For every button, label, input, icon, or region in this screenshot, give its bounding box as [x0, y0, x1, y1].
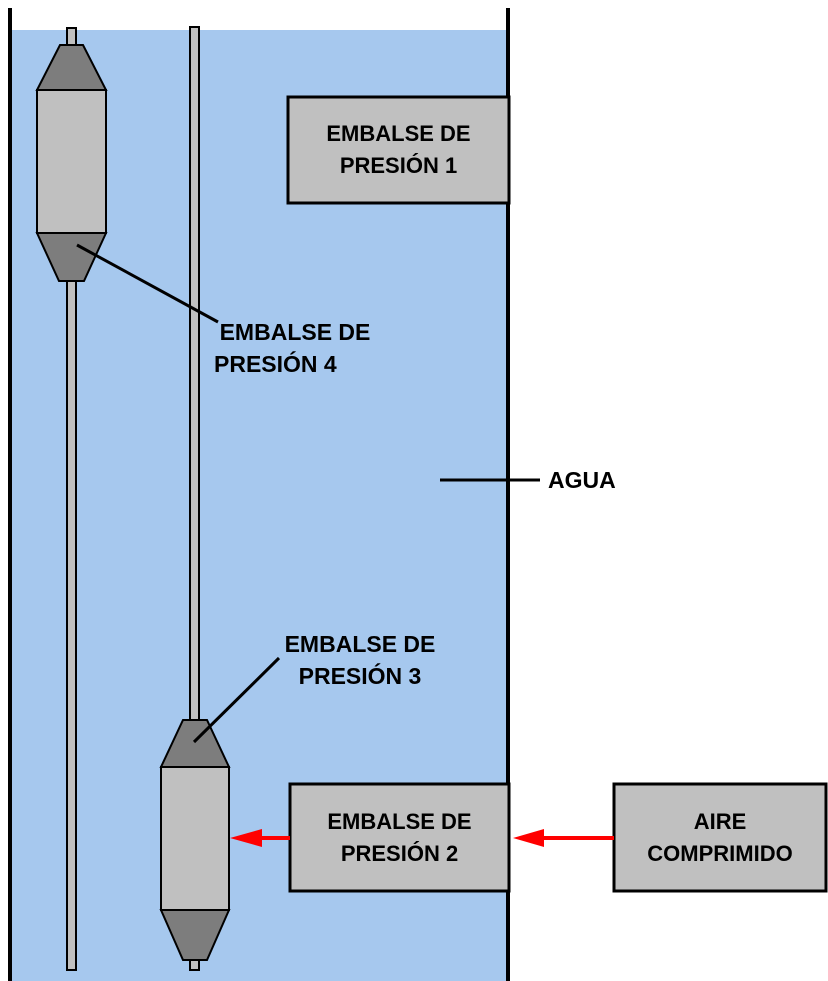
float-lower — [159, 719, 231, 961]
embalse-3-label: EMBALSE DE PRESIÓN 3 — [275, 628, 445, 692]
embalse-1-label: EMBALSE DE PRESIÓN 1 — [288, 97, 509, 203]
embalse-4-line1: EMBALSE DE — [219, 319, 371, 345]
aire-line2: COMPRIMIDO — [647, 840, 793, 866]
leader-line-embalse-3 — [192, 656, 281, 744]
agua-label: AGUA — [548, 467, 616, 493]
float-upper-body — [36, 89, 107, 234]
arrow-aire-to-embalse-2 — [513, 829, 614, 847]
embalse-1-line2: PRESIÓN 1 — [339, 153, 458, 178]
aire-comprimido-label: AIRE COMPRIMIDO — [614, 784, 826, 891]
aire-comprimido-box — [612, 782, 828, 893]
embalse-2-line1: EMBALSE DE — [327, 808, 472, 834]
float-upper-bottom-cone — [35, 232, 108, 282]
embalse-1-box — [286, 95, 511, 205]
embalse-2-box — [288, 782, 511, 893]
middle-rod — [189, 26, 200, 726]
left-rod — [66, 279, 77, 971]
embalse-1-line1: EMBALSE DE — [326, 121, 471, 146]
aire-line1: AIRE — [693, 808, 747, 834]
embalse-4-label: EMBALSE DE PRESIÓN 4 — [210, 316, 380, 380]
leader-line-embalse-4 — [76, 243, 219, 324]
embalse-3-line2: PRESIÓN 3 — [298, 663, 422, 689]
embalse-2-line2: PRESIÓN 2 — [340, 840, 459, 866]
float-upper — [35, 44, 108, 282]
embalse-3-line1: EMBALSE DE — [284, 631, 436, 657]
embalse-4-line2: PRESIÓN 4 — [214, 351, 337, 377]
float-lower-bottom-cone — [159, 909, 231, 961]
arrow-embalse-2-to-float — [230, 829, 290, 847]
embalse-2-label: EMBALSE DE PRESIÓN 2 — [290, 784, 509, 891]
float-lower-body — [160, 766, 230, 911]
